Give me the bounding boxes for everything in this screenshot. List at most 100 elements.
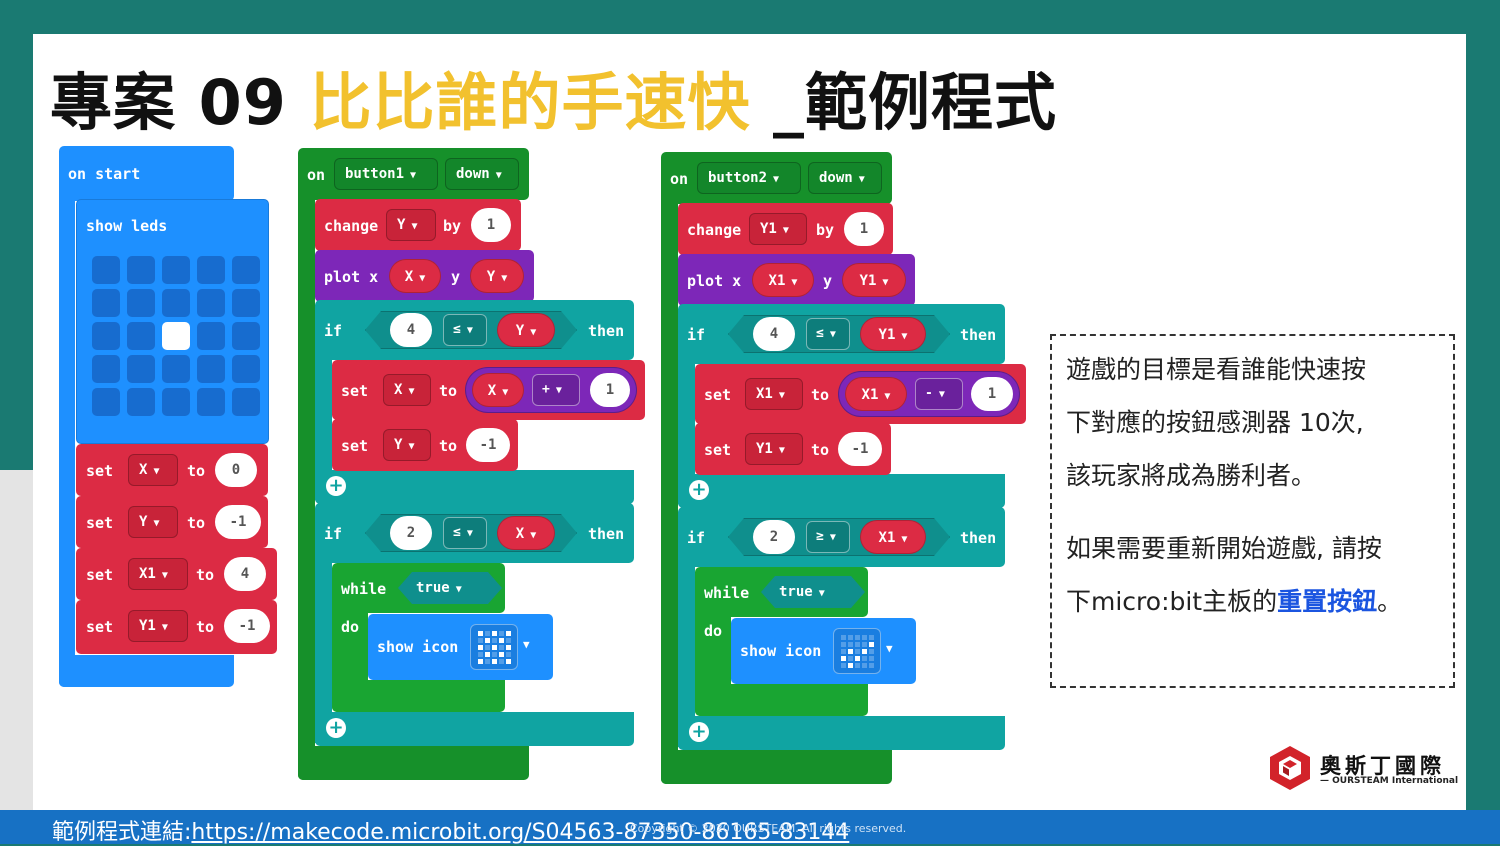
icon-pixel [478,631,483,636]
variable-dropdown[interactable]: X1▼ [745,378,803,410]
led-cell[interactable] [127,256,155,284]
led-cell[interactable] [197,256,225,284]
icon-dropdown[interactable] [833,628,881,674]
set-keyword: set [704,386,732,404]
operator-dropdown[interactable]: ≥▼ [806,521,850,553]
led-cell[interactable] [197,289,225,317]
event-dropdown[interactable]: down▼ [808,162,882,194]
value-input[interactable]: 4 [390,313,432,347]
add-branch-icon[interactable]: + [689,480,709,500]
led-cell[interactable] [92,322,120,350]
value-input[interactable]: 2 [390,516,432,550]
variable-dropdown-x[interactable]: X▼ [128,454,178,486]
show-icon-block[interactable] [368,614,553,680]
boolean-dropdown[interactable]: true▼ [398,572,502,604]
variable-pill[interactable]: X▼ [497,516,555,550]
operator-dropdown[interactable]: ≤▼ [443,517,487,549]
variable-pill[interactable]: X1▼ [752,263,814,297]
variable-dropdown[interactable]: Y▼ [383,429,431,461]
variable-dropdown[interactable]: Y1▼ [749,213,807,245]
variable-pill[interactable]: Y▼ [470,259,524,293]
button-dropdown[interactable]: button2▼ [697,162,801,194]
led-cell[interactable] [162,322,190,350]
led-cell[interactable] [232,355,260,383]
icon-pixel [492,645,497,650]
add-branch-icon[interactable]: + [326,718,346,738]
variable-pill[interactable]: Y▼ [497,313,555,347]
led-cell[interactable] [92,289,120,317]
do-keyword: do [341,618,360,636]
led-cell[interactable] [232,388,260,416]
value-input[interactable]: 2 [753,520,795,554]
info-box [1050,334,1455,688]
variable-pill[interactable]: X1▼ [845,377,907,411]
led-cell[interactable] [232,322,260,350]
led-cell[interactable] [162,289,190,317]
value-input[interactable]: -1 [466,428,510,462]
event-dropdown[interactable]: down▼ [445,158,519,190]
footer-bar [0,810,1500,844]
variable-dropdown-y1[interactable]: Y1▼ [128,610,188,642]
icon-pixel [506,631,511,636]
value-input[interactable]: 1 [590,373,630,407]
add-branch-icon[interactable]: + [326,476,346,496]
icon-pixel [862,656,867,661]
led-cell[interactable] [197,355,225,383]
show-icon-block[interactable] [731,618,916,684]
operator-dropdown[interactable]: ≤▼ [806,318,850,350]
icon-pixel [478,652,483,657]
value-input[interactable]: 0 [215,453,257,487]
led-cell[interactable] [197,388,225,416]
led-cell[interactable] [162,256,190,284]
variable-dropdown[interactable]: Y▼ [386,209,436,241]
led-cell[interactable] [197,322,225,350]
value-input[interactable]: 4 [224,557,266,591]
value-input[interactable]: -1 [838,432,882,466]
led-cell[interactable] [127,289,155,317]
variable-dropdown-y[interactable]: Y▼ [128,506,178,538]
icon-pixel [841,635,846,640]
operator-dropdown[interactable]: ≤▼ [443,314,487,346]
variable-dropdown[interactable]: X▼ [383,374,431,406]
operator-dropdown[interactable]: -▼ [915,378,963,410]
led-cell[interactable] [232,289,260,317]
to-keyword: to [439,382,458,400]
value-input[interactable]: 1 [971,377,1013,411]
led-cell[interactable] [92,355,120,383]
example-program-link[interactable]: https://makecode.microbit.org/S04563-873… [191,820,850,845]
icon-dropdown[interactable] [470,624,518,670]
value-input[interactable]: 1 [471,208,511,242]
to-keyword: to [439,437,458,455]
by-keyword: by [443,217,462,235]
chevron-down-icon[interactable]: ▼ [886,642,893,655]
value-input[interactable]: -1 [215,505,261,539]
variable-pill[interactable]: X▼ [472,373,524,407]
add-branch-icon[interactable]: + [689,722,709,742]
led-cell[interactable] [127,355,155,383]
variable-pill[interactable]: X1▼ [860,520,926,554]
variable-pill[interactable]: X▼ [389,259,441,293]
variable-pill[interactable]: Y1▼ [842,263,906,297]
value-input[interactable]: 1 [844,212,884,246]
led-cell[interactable] [162,355,190,383]
plot-keyword: plot x [687,272,742,290]
variable-pill[interactable]: Y1▼ [860,317,926,351]
icon-pixel [506,645,511,650]
led-cell[interactable] [92,256,120,284]
led-cell[interactable] [232,256,260,284]
chevron-down-icon[interactable]: ▼ [523,638,530,651]
variable-dropdown[interactable]: Y1▼ [745,433,803,465]
led-cell[interactable] [127,388,155,416]
boolean-dropdown[interactable]: true▼ [761,576,865,608]
led-cell[interactable] [127,322,155,350]
to-keyword: to [811,441,830,459]
led-cell[interactable] [92,388,120,416]
value-input[interactable]: 4 [753,317,795,351]
operator-dropdown[interactable]: +▼ [532,374,580,406]
value-input[interactable]: -1 [224,609,270,643]
logo-name: 奧斯丁國際 [1320,754,1445,778]
led-cell[interactable] [162,388,190,416]
variable-dropdown-x1[interactable]: X1▼ [128,558,188,590]
button-dropdown[interactable]: button1▼ [334,158,438,190]
icon-pixel [848,635,853,640]
